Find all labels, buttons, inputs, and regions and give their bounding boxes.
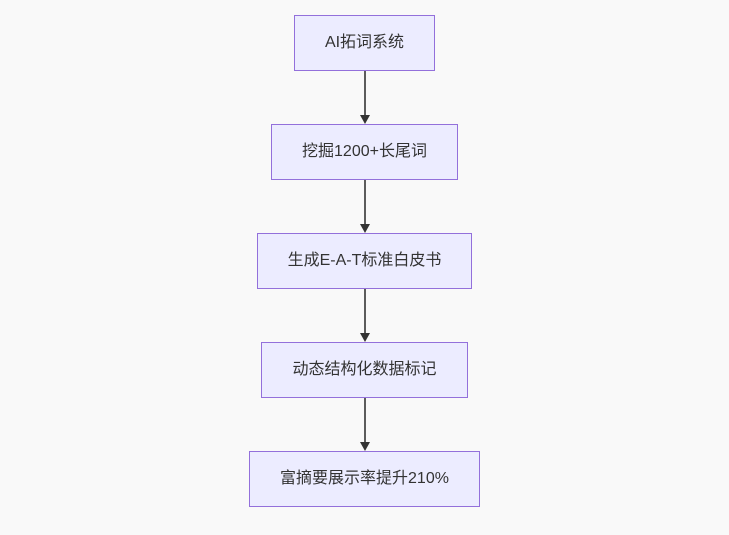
flow-node-generate-eat-whitepaper: 生成E-A-T标准白皮书: [256, 233, 473, 289]
arrow-down-icon: [359, 442, 370, 451]
arrow-line: [363, 71, 366, 116]
flow-node-mine-longtail-keywords: 挖掘1200+长尾词: [271, 124, 458, 180]
arrow-line: [363, 180, 366, 225]
arrow-line: [363, 398, 366, 443]
flow-node-rich-snippet-rate-up: 富摘要展示率提升210%: [249, 451, 480, 507]
arrow-connector-3: [359, 289, 370, 342]
flowchart: AI拓词系统 挖掘1200+长尾词 生成E-A-T标准白皮书 动态结构化数据标记…: [0, 15, 729, 507]
arrow-down-icon: [359, 224, 370, 233]
arrow-connector-1: [359, 71, 370, 124]
arrow-connector-2: [359, 180, 370, 233]
flow-node-ai-keyword-system: AI拓词系统: [293, 15, 436, 71]
arrow-line: [363, 289, 366, 334]
arrow-down-icon: [359, 115, 370, 124]
flow-node-dynamic-structured-data-markup: 动态结构化数据标记: [261, 342, 468, 398]
arrow-down-icon: [359, 333, 370, 342]
arrow-connector-4: [359, 398, 370, 451]
